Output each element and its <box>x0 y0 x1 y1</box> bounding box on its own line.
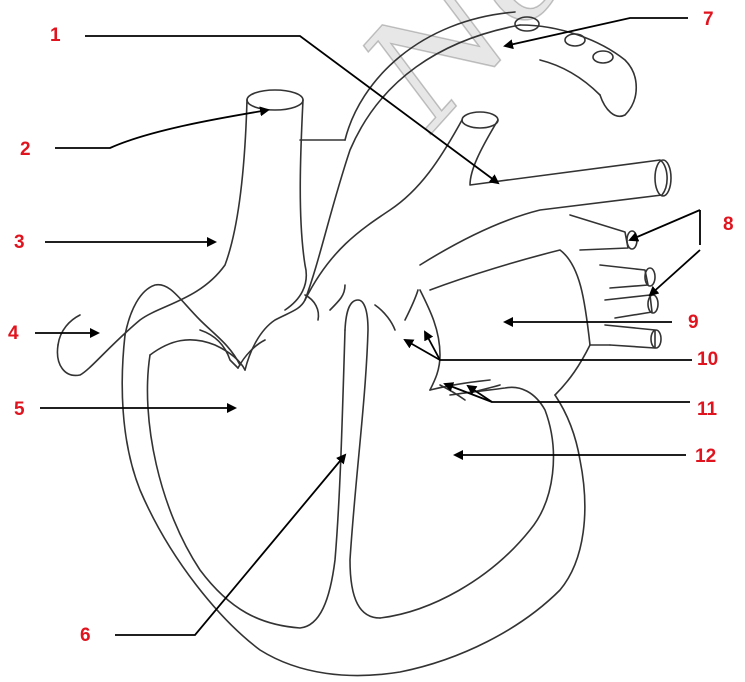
label-1: 1 <box>50 26 61 45</box>
right-atrium <box>150 340 245 370</box>
label-10: 10 <box>697 350 718 369</box>
label-12: 12 <box>695 447 716 466</box>
label-6: 6 <box>80 626 91 645</box>
left-atrium <box>430 250 590 390</box>
right-ventricle <box>147 300 345 628</box>
tricuspid-valve <box>200 330 265 368</box>
left-ventricle <box>380 290 553 618</box>
septum <box>345 300 380 618</box>
label-4: 4 <box>8 324 19 343</box>
aorta-arch <box>305 12 636 300</box>
label-9: 9 <box>688 313 699 332</box>
pulmonary-veins <box>570 215 661 348</box>
label-3: 3 <box>14 233 25 252</box>
heart-outer-wall <box>122 335 610 676</box>
label-2: 2 <box>20 140 31 159</box>
label-7: 7 <box>703 10 714 29</box>
label-11: 11 <box>697 400 717 419</box>
pulmonary-trunk <box>305 112 671 300</box>
label-5: 5 <box>14 400 25 419</box>
superior-vena-cava <box>57 90 345 375</box>
semilunar-valves <box>305 285 418 330</box>
inferior-vena-cava <box>58 285 240 365</box>
label-8: 8 <box>723 215 734 234</box>
